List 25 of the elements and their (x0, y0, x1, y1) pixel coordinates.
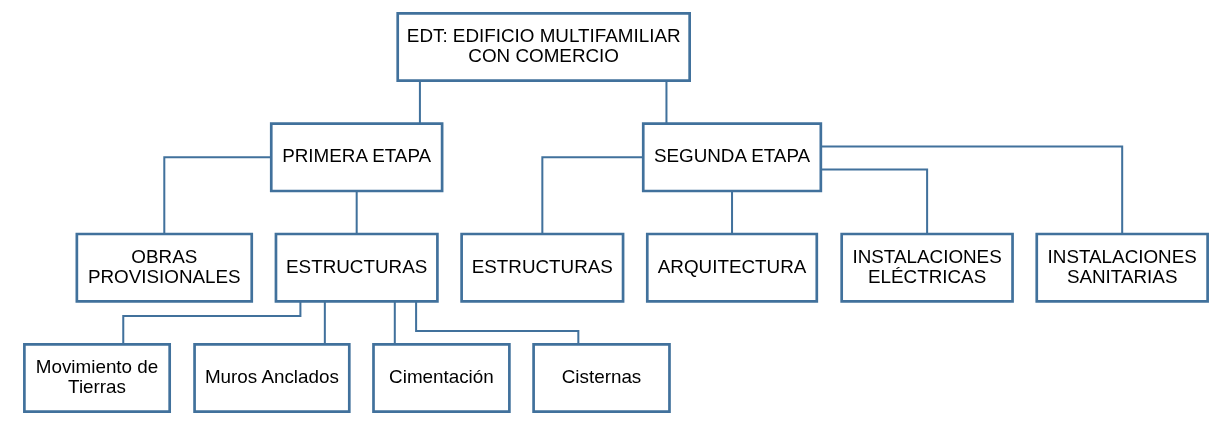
connector (418, 80, 421, 124)
node-box: ARQUITECTURA (645, 232, 818, 303)
connector (730, 191, 733, 234)
node-box: Muros Anclados (192, 343, 351, 413)
node-box: Cimentación (371, 343, 511, 413)
node-box: ESTRUCTURAS (274, 232, 439, 303)
node-box: SEGUNDA ETAPA (641, 122, 822, 193)
connector (393, 301, 396, 345)
node-box: EDT: EDIFICIO MULTIFAMILIAR CON COMERCIO (395, 12, 691, 82)
connector (820, 168, 928, 234)
connector (664, 80, 667, 124)
node-box: INSTALACIONES SANITARIAS (1034, 232, 1209, 303)
node-box: INSTALACIONES ELÉCTRICAS (839, 232, 1014, 303)
node-box: OBRAS PROVISIONALES (75, 232, 253, 303)
node-box: Cisternas (531, 343, 671, 413)
connector (414, 301, 579, 345)
connector (162, 156, 271, 234)
node-box: ESTRUCTURAS (459, 232, 624, 303)
connector (540, 156, 643, 234)
connector (121, 301, 301, 345)
connector (323, 301, 326, 345)
connector (820, 145, 1123, 234)
node-box: Movimiento de Tierras (22, 343, 171, 413)
node-box: PRIMERA ETAPA (269, 122, 443, 193)
connector (355, 191, 358, 234)
